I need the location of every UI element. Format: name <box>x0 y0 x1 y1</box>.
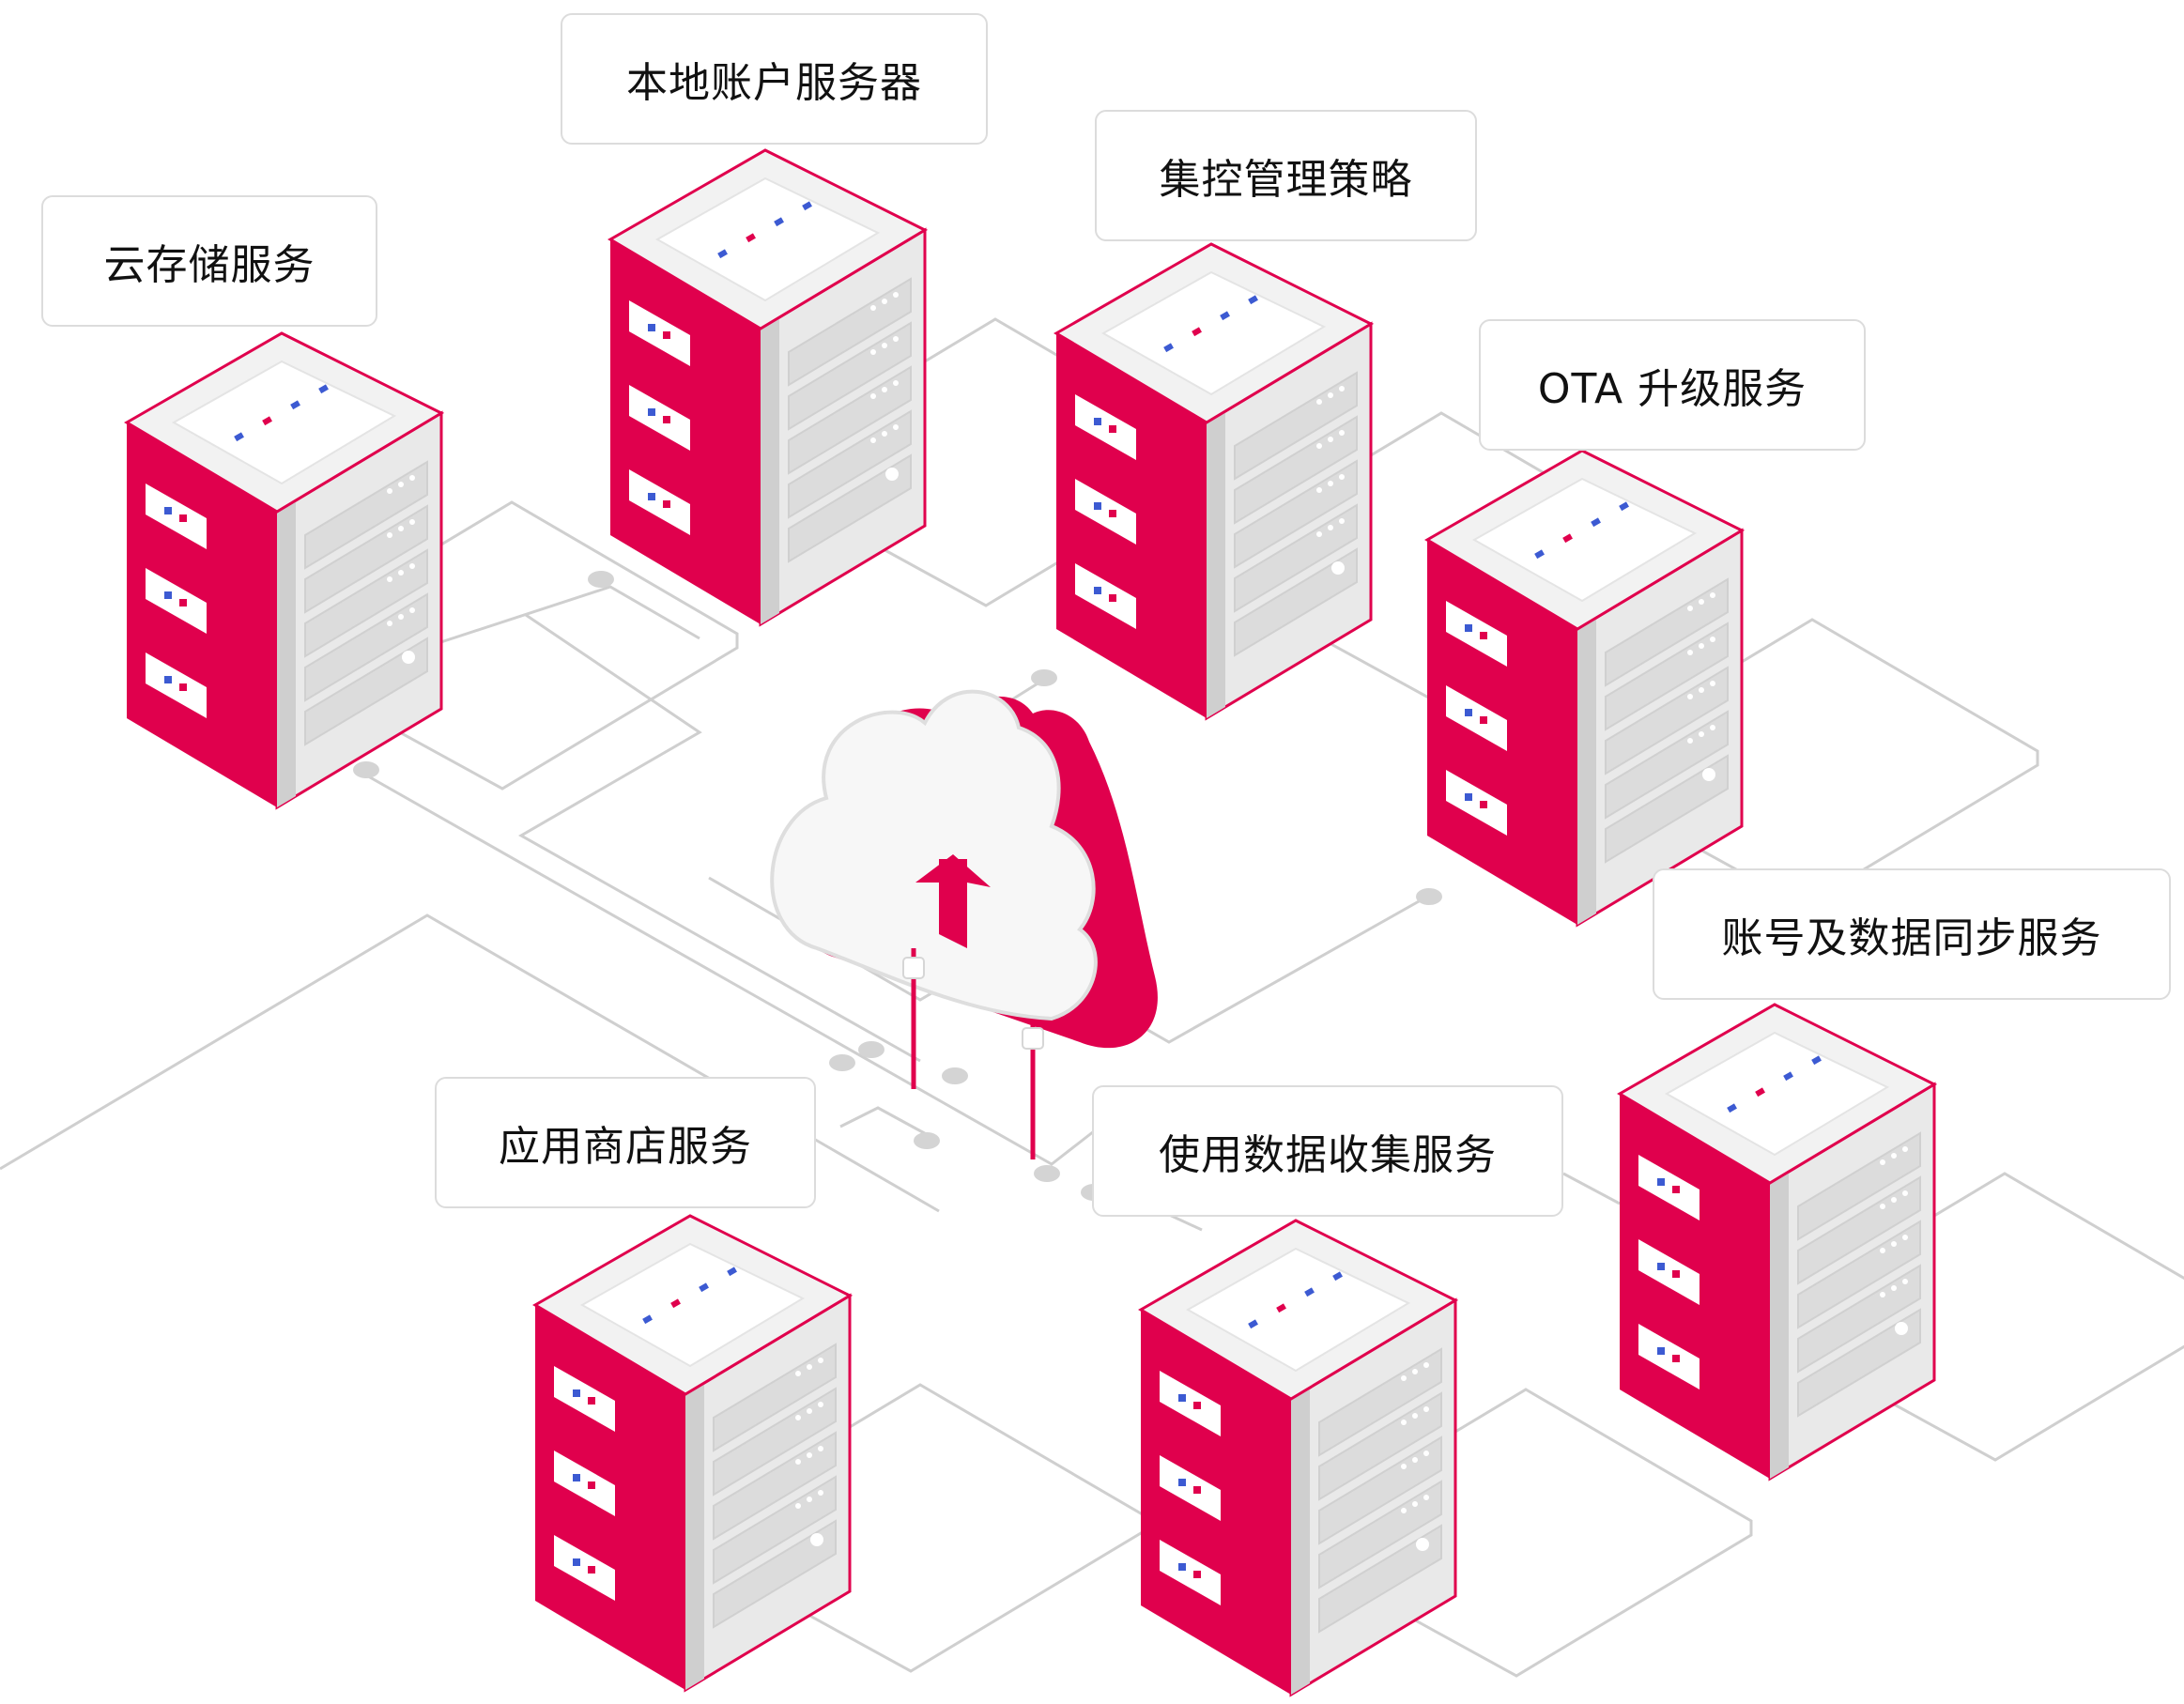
local-account-server-label: 本地账户服务器 <box>561 13 988 145</box>
connection-nodes <box>353 571 1442 1201</box>
account-data-sync-label: 账号及数据同步服务 <box>1653 868 2171 1000</box>
server-app-store <box>533 1214 1147 1692</box>
ota-upgrade-label: OTA 升级服务 <box>1479 319 1866 451</box>
cloud-upload-icon <box>770 689 1158 1159</box>
server-account-sync <box>1618 1003 2184 1481</box>
usage-data-collection-label: 使用数据收集服务 <box>1092 1085 1563 1217</box>
cloud-storage-label: 云存储服务 <box>41 195 377 327</box>
server-ota-upgrade <box>1425 449 2039 927</box>
centralized-policy-label: 集控管理策略 <box>1095 110 1477 241</box>
app-store-label: 应用商店服务 <box>435 1077 816 1208</box>
